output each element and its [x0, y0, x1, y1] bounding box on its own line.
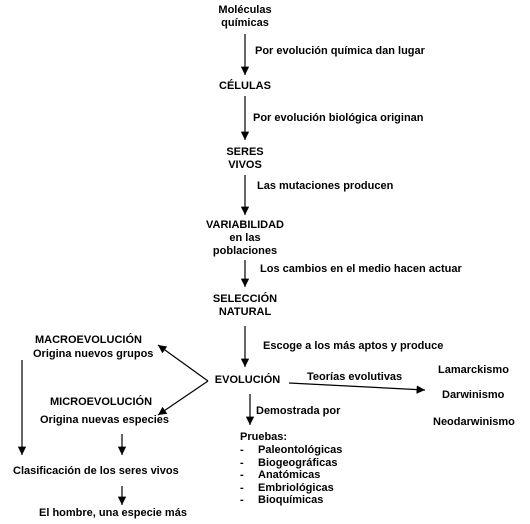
pruebas-title: Pruebas: [240, 431, 288, 443]
node-evolucion: EVOLUCIÓN [214, 374, 281, 386]
node-seleccion: SELECCIÓN NATURAL [195, 293, 295, 319]
edge-label-teorias: Teorías evolutivas [307, 371, 403, 383]
node-variabilidad-line2: en las [229, 232, 261, 244]
edge-label-evolucion-biologica: Por evolución biológica originan [253, 112, 424, 124]
teoria-darwinismo: Darwinismo [442, 389, 505, 401]
prueba-item: Paleontológicas [240, 444, 342, 457]
edge-label-escoge: Escoge a los más aptos y produce [263, 340, 444, 352]
node-variabilidad-line3: poblaciones [212, 245, 278, 257]
arrow-evolucion-teorias [288, 382, 426, 394]
edge-label-cambios-medio: Los cambios en el medio hacen actuar [260, 263, 462, 275]
prueba-item: Embriológicas [240, 482, 342, 495]
edge-label-mutaciones: Las mutaciones producen [257, 180, 394, 192]
prueba-item: Anatómicas [240, 469, 342, 482]
arrow-evolucion-macro [157, 344, 209, 382]
node-macro-desc: Origina nuevos grupos [33, 348, 154, 360]
pruebas-block: Pruebas: Paleontológicas Biogeográficas … [240, 431, 342, 507]
edge-label-evolucion-quimica: Por evolución química dan lugar [255, 45, 425, 57]
pruebas-list: Paleontológicas Biogeográficas Anatómica… [240, 444, 342, 507]
node-celulas: CÉLULAS [219, 80, 271, 92]
edge-label-demostrada: Demostrada por [256, 405, 341, 417]
node-seres-line1: SERES [226, 146, 264, 158]
node-variabilidad-line1: VARIABILIDAD [205, 219, 284, 231]
node-seres-line2: VIVOS [228, 159, 262, 171]
node-variabilidad: VARIABILIDAD en las poblaciones [185, 219, 305, 258]
node-seres-vivos: SERES VIVOS [195, 146, 295, 172]
prueba-item: Biogeográficas [240, 457, 342, 470]
node-moleculas-line1: Moléculas [218, 4, 272, 16]
node-seleccion-line1: SELECCIÓN [212, 293, 278, 305]
node-clasificacion: Clasificación de los seres vivos [13, 465, 179, 477]
node-microevolucion: MICROEVOLUCIÓN [50, 396, 153, 408]
node-hombre: El hombre, una especie más [39, 507, 187, 519]
node-seleccion-line2: NATURAL [218, 306, 272, 318]
teoria-neodarwinismo: Neodarwinismo [433, 416, 515, 428]
node-moleculas-line2: químicas [221, 17, 269, 29]
prueba-item: Bioquímicas [240, 494, 342, 507]
node-micro-desc: Origina nuevas especies [40, 414, 170, 426]
teoria-lamarckismo: Lamarckismo [438, 364, 509, 376]
node-macroevolucion: MACROEVOLUCIÓN [35, 334, 142, 346]
node-moleculas: Moléculas químicas [195, 4, 295, 30]
arrow-evolucion-micro [157, 380, 209, 416]
